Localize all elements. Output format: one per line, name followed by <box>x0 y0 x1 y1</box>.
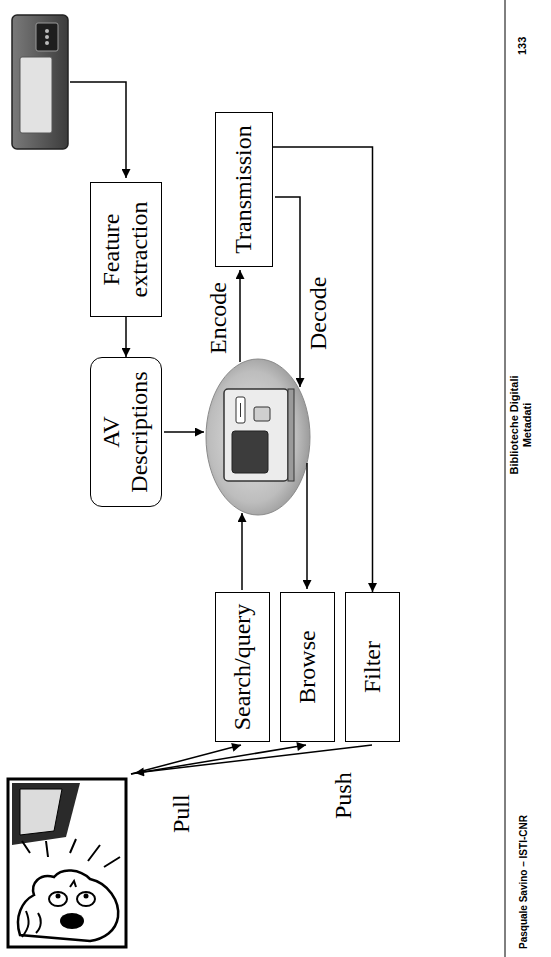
pupil <box>56 894 61 899</box>
box-label: Search/query <box>229 604 257 731</box>
tape-wire <box>70 82 126 178</box>
pull-wire <box>131 745 241 774</box>
monitor <box>12 783 80 845</box>
flow-arrow <box>125 317 127 357</box>
box-label: Feature extraction <box>98 189 153 310</box>
wires <box>70 82 372 774</box>
footer-title: Biblioteche Digitali Metadati <box>508 365 533 485</box>
tape-body <box>12 15 68 149</box>
eye <box>49 892 67 906</box>
process-box: Transmission <box>215 112 273 267</box>
page-number: 133 <box>516 37 529 55</box>
hair <box>22 911 41 937</box>
mouth <box>60 913 84 929</box>
storage-device <box>206 359 310 515</box>
device-screen <box>232 431 268 473</box>
encode-wire <box>239 270 241 362</box>
process-box: Feature extraction <box>90 182 162 317</box>
pupil <box>84 894 89 899</box>
tape-window <box>36 23 58 51</box>
box-label: AV Descriptions <box>98 364 153 500</box>
box-label: Filter <box>359 641 387 693</box>
tape-dot <box>45 41 49 45</box>
device-button <box>254 407 270 421</box>
device-base <box>288 389 294 481</box>
box-label: Browse <box>294 630 322 703</box>
decode-wire <box>275 197 300 387</box>
rounded-box: AV Descriptions <box>90 357 162 507</box>
device-oval <box>206 359 310 515</box>
tape-dot <box>45 29 49 33</box>
tape-label <box>20 57 52 133</box>
flow-label: Decode <box>305 277 333 350</box>
flow-arrow <box>273 147 373 592</box>
push-wire <box>135 745 372 773</box>
process-box: Filter <box>345 592 400 742</box>
video-tape <box>12 15 68 149</box>
description-wire <box>164 431 204 433</box>
device-slot-line <box>240 403 241 417</box>
picture-frame <box>8 779 126 947</box>
device-body <box>224 389 288 481</box>
user-picture <box>8 779 126 947</box>
browse-wire <box>306 463 308 589</box>
eye <box>77 892 95 906</box>
footer-rule <box>505 0 506 957</box>
nose <box>70 881 76 887</box>
monitor-screen <box>20 789 62 835</box>
burst-lines <box>22 839 120 867</box>
footer-author: Pasquale Savino – ISTI-CNR <box>518 815 530 949</box>
tape-dot <box>45 35 49 39</box>
process-box: Search/query <box>215 592 270 742</box>
flow-label: Encode <box>205 282 233 354</box>
box-label: Transmission <box>230 125 258 253</box>
device-slot <box>236 397 245 423</box>
face-outline <box>18 870 118 941</box>
flow-label: Push <box>330 772 358 819</box>
flow-label: Pull <box>168 794 196 833</box>
query-wire <box>241 513 243 590</box>
process-box: Browse <box>280 592 335 742</box>
